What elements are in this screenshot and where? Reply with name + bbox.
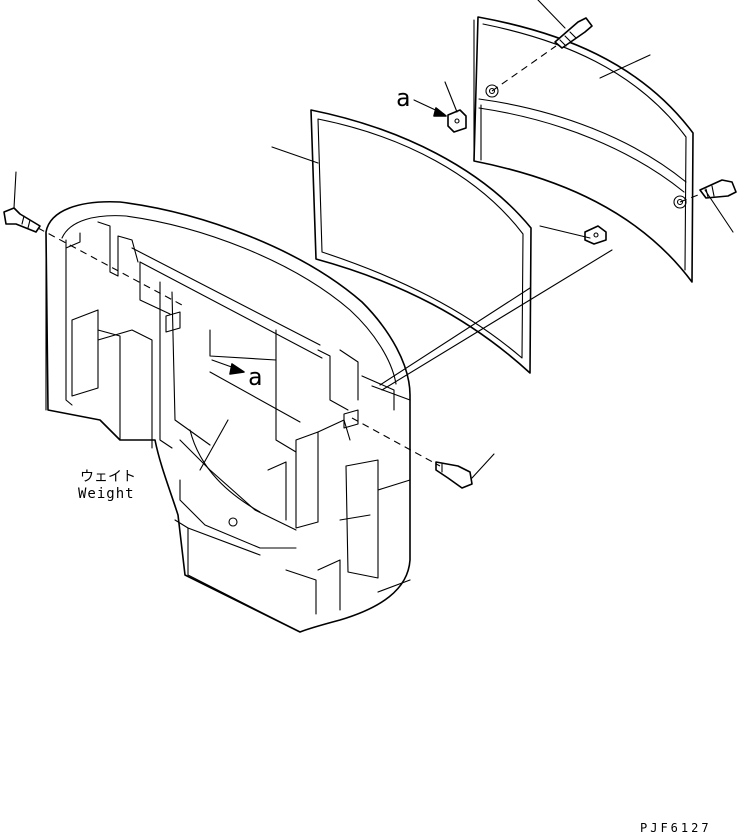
weight-label-english: Weight [78,486,135,502]
bolt-left [3,207,41,233]
bolt-right [699,179,737,199]
projection-lines [379,249,613,391]
drawing-number: PJF6127 [640,821,712,835]
bolt-bottom [435,461,473,489]
callout-a-label-upper: a [396,84,410,112]
weight-label-japanese: ウェイト [80,469,136,485]
counterweight [45,200,411,633]
callout-a-label-lower: a [248,363,262,391]
gasket-frame [310,109,532,374]
callout-a-upper: a [396,84,447,117]
leader-lines [13,0,734,479]
bolt-top [554,17,593,49]
clip-lower [584,225,607,245]
clip-upper [447,109,467,133]
alignment-lines [37,45,704,467]
cover-plate [473,16,694,283]
callout-a-lower: a [211,359,262,391]
